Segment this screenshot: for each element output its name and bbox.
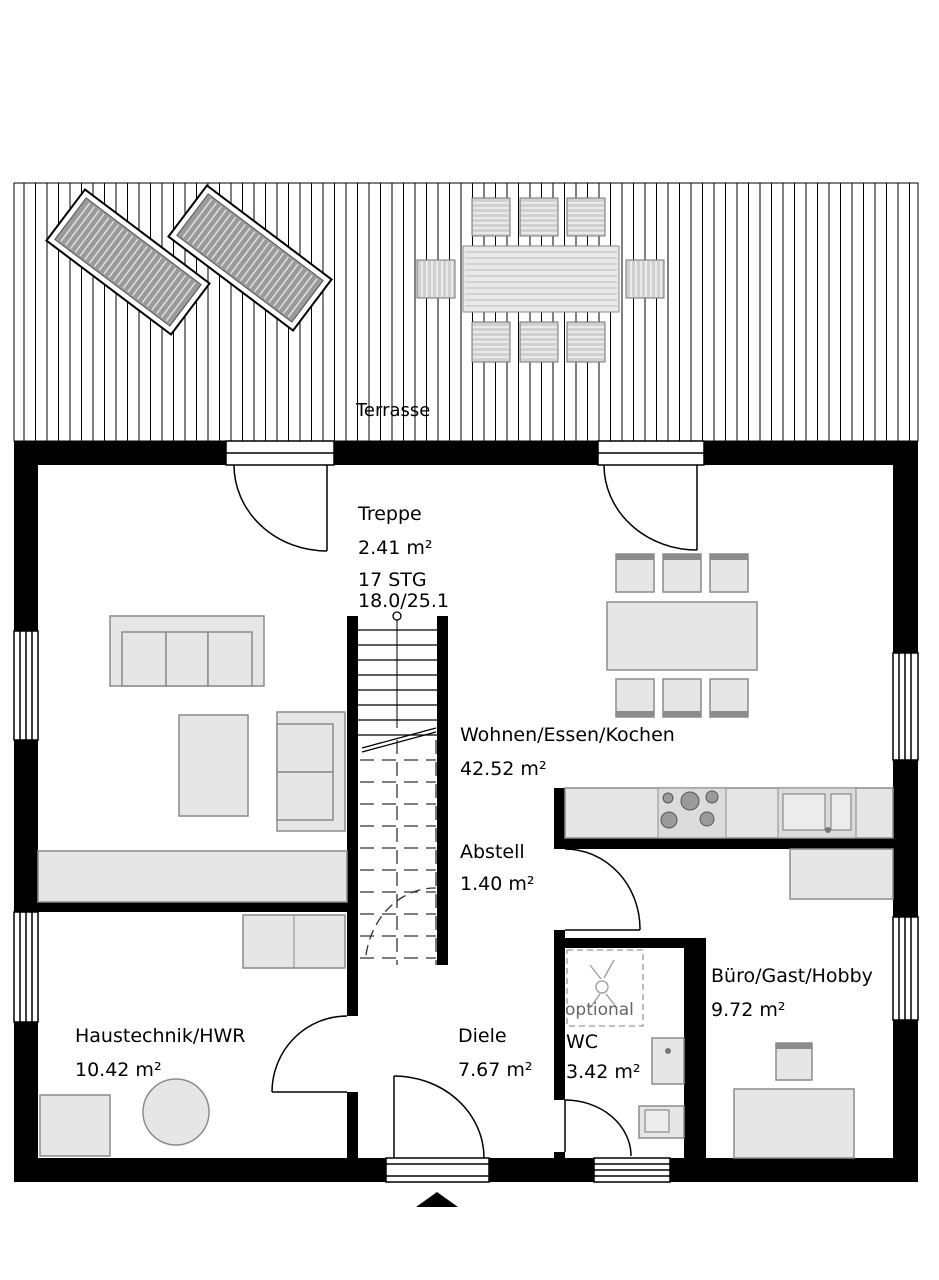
sofa-three-seat — [109, 615, 265, 687]
kitchen-counter — [564, 787, 894, 839]
dining-chairs — [615, 553, 749, 718]
sink-icon — [782, 793, 826, 831]
terrace-chair — [566, 321, 606, 363]
staircase — [358, 611, 437, 965]
hall-label: Diele — [458, 1025, 507, 1047]
stairs-step-size: 18.0/25.1 — [358, 590, 449, 612]
office-chair — [775, 1042, 813, 1081]
living-area: 42.52 m² — [460, 758, 547, 780]
dining-table — [606, 601, 758, 671]
wc-area: 3.42 m² — [566, 1061, 640, 1083]
stove-burner-icon — [660, 811, 678, 829]
wc-sink — [651, 1037, 685, 1085]
living-label: Wohnen/Essen/Kochen — [460, 724, 675, 746]
wc-fixtures — [566, 949, 685, 1139]
water-tank — [142, 1078, 210, 1146]
terrace-label: Terrasse — [355, 400, 430, 421]
hall-area: 7.67 m² — [458, 1059, 532, 1081]
sun-lounger-right — [167, 184, 333, 332]
hwr-cabinet — [242, 914, 346, 969]
windows — [13, 630, 919, 1183]
stove-burner-icon — [680, 791, 700, 811]
wc-optional-note: optional — [565, 1000, 634, 1020]
stairs-area: 2.41 m² — [358, 537, 432, 559]
door-swings — [233, 464, 698, 1159]
stove-burner-icon — [662, 792, 674, 804]
stairs-steps: 17 STG — [358, 569, 427, 591]
storage-label: Abstell — [460, 841, 525, 863]
stove-burner-icon — [699, 811, 715, 827]
terrace-chair — [471, 321, 511, 363]
dining-chair — [709, 553, 749, 593]
sun-lounger-left — [45, 188, 211, 336]
kitchen-island — [789, 848, 894, 900]
dining-chair — [615, 678, 655, 718]
dining-chair — [615, 553, 655, 593]
dining-chair — [662, 678, 702, 718]
stove-burner-icon — [705, 790, 719, 804]
terrace-door-frames — [225, 440, 705, 466]
terrace-chair — [471, 197, 511, 237]
terrace-chair — [519, 197, 559, 237]
stairs-label: Treppe — [357, 503, 422, 525]
office-label: Büro/Gast/Hobby — [711, 965, 873, 987]
wc-label: WC — [566, 1031, 598, 1053]
shower-icon — [589, 959, 618, 1009]
dining-chair — [709, 678, 749, 718]
walls — [14, 441, 918, 1182]
storage-area: 1.40 m² — [460, 873, 534, 895]
boiler — [39, 1094, 111, 1157]
utility-area: 10.42 m² — [75, 1059, 162, 1081]
office-area: 9.72 m² — [711, 999, 785, 1021]
terrace-chair — [519, 321, 559, 363]
terrace-dining-set — [416, 197, 665, 363]
office-desk — [733, 1088, 855, 1159]
entrance-arrow-icon — [416, 1192, 458, 1207]
armchair-sofa — [276, 711, 346, 832]
terrace-chair — [625, 259, 665, 299]
terrace-chair — [566, 197, 606, 237]
coffee-table — [178, 714, 249, 817]
dining-chair — [662, 553, 702, 593]
sideboard — [37, 850, 348, 903]
utility-label: Haustechnik/HWR — [75, 1025, 246, 1047]
terrace-chair — [416, 259, 456, 299]
